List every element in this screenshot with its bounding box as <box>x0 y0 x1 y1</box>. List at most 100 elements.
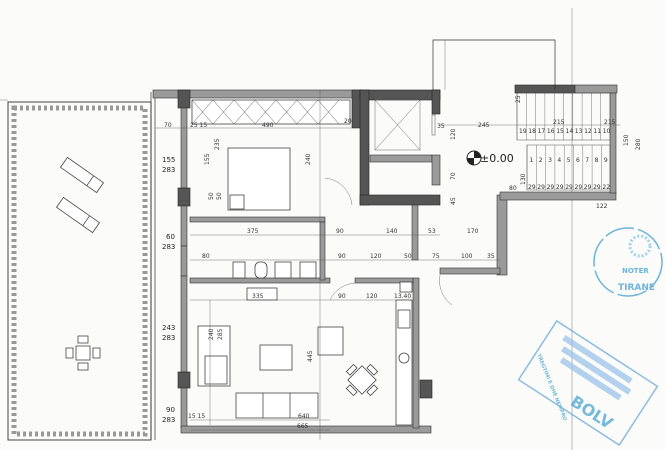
dim-label: 283 <box>162 166 175 174</box>
dim-label: 215 <box>553 119 565 126</box>
planter-border <box>11 105 148 437</box>
dim-label: 283 <box>162 416 175 424</box>
tread-width: 29 <box>575 184 583 191</box>
dim-label: 155 <box>204 153 211 165</box>
sun-lounger-icon <box>59 156 105 194</box>
dim-label: 25 15 <box>190 122 207 129</box>
company-stamp: BOLV TREGTIMI E DHE NEMPRO <box>517 319 659 447</box>
dim-label: 240 <box>208 328 215 340</box>
dim-label: 640 <box>298 413 310 420</box>
step-number: 5 <box>567 157 571 164</box>
dim-label: 70 <box>164 122 172 129</box>
step-number: 1 <box>530 157 534 164</box>
dim-label: 13.40 <box>394 293 411 300</box>
dim-label: 35 <box>487 253 495 260</box>
tread-width: 29 <box>565 184 573 191</box>
dim-label: 120 <box>366 293 378 300</box>
dim-label: 243 <box>162 324 175 332</box>
tread-width: 29 <box>547 184 555 191</box>
step-number: 13 <box>575 128 583 135</box>
dim-label: 283 <box>162 243 175 251</box>
dim-label: 130 <box>520 173 527 185</box>
door-swing <box>324 177 353 206</box>
dim-label: 375 <box>247 228 259 235</box>
step-number: 18 <box>528 128 536 135</box>
dim-label: 490 <box>262 122 274 129</box>
step-number: 14 <box>566 128 574 135</box>
dim-label: 283 <box>162 334 175 342</box>
dim-label: 120 <box>370 253 382 260</box>
bathroom-fixtures <box>232 261 413 293</box>
level-marker-icon <box>466 150 482 166</box>
dim-label: 20 <box>344 118 352 125</box>
dim-label: 45 <box>450 197 457 205</box>
tread-width: 29 <box>528 184 536 191</box>
step-number: 10 <box>603 128 611 135</box>
stamp-text: TIRANE <box>618 283 655 293</box>
sun-lounger-icon <box>55 196 101 234</box>
patio-table-icon <box>65 335 101 371</box>
wardrobe <box>191 99 351 125</box>
step-number: 12 <box>584 128 592 135</box>
dim-label: 90 <box>166 406 175 414</box>
step-number: 11 <box>593 128 601 135</box>
dim-label: 665 <box>297 423 309 430</box>
step-number: 15 <box>556 128 564 135</box>
terrace <box>7 92 156 441</box>
dim-label: 75 <box>432 253 440 260</box>
dim-label: 25 <box>515 95 522 103</box>
dim-label: 140 <box>386 228 398 235</box>
dim-label: 235 <box>214 138 221 150</box>
upper-outline <box>432 39 556 90</box>
dim-label: 50 <box>216 192 223 200</box>
dim-label: 245 <box>478 122 490 129</box>
dim-label: 90 <box>336 228 344 235</box>
dim-label: 122 <box>596 203 608 210</box>
dim-label: 100 <box>461 253 473 260</box>
tread-width: 29 <box>584 184 592 191</box>
dim-label: 80 <box>509 185 517 192</box>
tread-width: 29 <box>556 184 564 191</box>
step-number: 2 <box>539 157 543 164</box>
step-number: 8 <box>595 157 599 164</box>
terrace-dimension-labels: 155 283 60 283 243 283 90 283 <box>162 156 175 424</box>
dim-label: 280 <box>635 138 642 150</box>
dim-label: 285 <box>217 328 224 340</box>
dim-label: 90 <box>338 253 346 260</box>
dim-label: 70 <box>450 172 457 180</box>
tread-width: 29 <box>537 184 545 191</box>
walls <box>152 84 618 434</box>
step-number: 6 <box>576 157 580 164</box>
step-number: 7 <box>585 157 589 164</box>
notary-stamp: NOTER TIRANE <box>593 227 663 297</box>
dim-label: 335 <box>252 293 264 300</box>
step-number: 16 <box>547 128 555 135</box>
dim-label: 53 <box>428 228 436 235</box>
step-number: 17 <box>538 128 546 135</box>
door-swing <box>439 274 453 306</box>
dim-label: 120 <box>450 128 457 140</box>
stamp-text: NOTER <box>622 267 649 275</box>
living-furniture <box>197 287 413 426</box>
dimension-labels: 70 25 15 490 20 155 235 240 50 50 375 90… <box>155 95 642 430</box>
tread-width: 29 <box>593 184 601 191</box>
step-number: 19 <box>519 128 527 135</box>
dim-label: 155 <box>162 156 175 164</box>
level-label: ±0.00 <box>480 152 514 165</box>
dim-label: 170 <box>467 228 479 235</box>
dim-label: 35 <box>437 123 445 130</box>
door-swing <box>329 282 356 301</box>
dim-label: 150 <box>623 134 630 146</box>
step-number: 9 <box>604 157 608 164</box>
dim-label: 445 <box>307 350 314 362</box>
dim-label: 50 <box>208 192 215 200</box>
dim-label: 80 <box>202 253 210 260</box>
dim-label: 60 <box>166 233 175 241</box>
elevator-shaft <box>374 99 436 151</box>
tread-width: 22 <box>602 184 610 191</box>
pillow <box>229 194 245 210</box>
step-number: 4 <box>557 157 561 164</box>
dim-label: 215 <box>604 119 616 126</box>
